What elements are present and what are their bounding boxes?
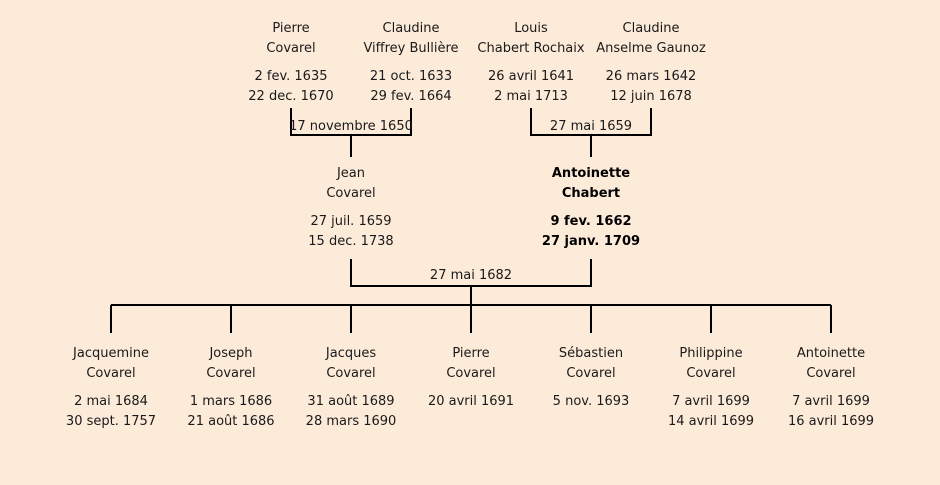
person-last-name: Covarel	[566, 366, 615, 381]
person-last-name: Chabert	[562, 186, 620, 201]
person-birth-date: 20 avril 1691	[428, 394, 514, 409]
person-first-name: Antoinette	[552, 166, 630, 181]
person-last-name: Covarel	[266, 41, 315, 56]
person-birth-date: 7 avril 1699	[672, 394, 750, 409]
person-birth-date: 9 fev. 1662	[550, 214, 631, 229]
person-child-1: Jacquemine Covarel 2 mai 1684 30 sept. 1…	[66, 346, 156, 429]
person-birth-date: 5 nov. 1693	[553, 394, 630, 409]
person-death-date: 2 mai 1713	[494, 89, 568, 104]
person-death-date: 21 août 1686	[187, 414, 274, 429]
person-first-name: Jacques	[325, 346, 376, 361]
person-birth-date: 26 mars 1642	[606, 69, 697, 84]
person-last-name: Chabert Rochaix	[477, 41, 584, 56]
person-parent-antoinette: Antoinette Chabert 9 fev. 1662 27 janv. …	[542, 166, 640, 249]
person-grandparent-1: Pierre Covarel 2 fev. 1635 22 dec. 1670	[248, 21, 333, 104]
person-death-date: 22 dec. 1670	[248, 89, 333, 104]
person-child-5: Sébastien Covarel 5 nov. 1693	[553, 346, 630, 409]
person-first-name: Claudine	[623, 21, 680, 36]
person-first-name: Antoinette	[797, 346, 865, 361]
person-first-name: Jacquemine	[72, 346, 149, 361]
person-grandparent-3: Louis Chabert Rochaix 26 avril 1641 2 ma…	[477, 21, 584, 104]
person-birth-date: 26 avril 1641	[488, 69, 574, 84]
person-death-date: 30 sept. 1757	[66, 414, 156, 429]
person-birth-date: 31 août 1689	[307, 394, 394, 409]
person-death-date: 14 avril 1699	[668, 414, 754, 429]
person-last-name: Covarel	[206, 366, 255, 381]
person-child-3: Jacques Covarel 31 août 1689 28 mars 169…	[306, 346, 397, 429]
marriage-date-1650: 17 novembre 1650	[289, 119, 413, 134]
person-death-date: 15 dec. 1738	[308, 234, 393, 249]
person-birth-date: 7 avril 1699	[792, 394, 870, 409]
person-death-date: 27 janv. 1709	[542, 234, 640, 249]
person-birth-date: 2 mai 1684	[74, 394, 148, 409]
person-last-name: Covarel	[806, 366, 855, 381]
person-first-name: Jean	[336, 166, 365, 181]
person-last-name: Covarel	[446, 366, 495, 381]
person-last-name: Covarel	[326, 186, 375, 201]
person-grandparent-2: Claudine Viffrey Bullière 21 oct. 1633 2…	[363, 21, 458, 104]
person-parent-jean: Jean Covarel 27 juil. 1659 15 dec. 1738	[308, 166, 393, 249]
person-last-name: Anselme Gaunoz	[596, 41, 706, 56]
person-last-name: Covarel	[86, 366, 135, 381]
person-grandparent-4: Claudine Anselme Gaunoz 26 mars 1642 12 …	[596, 21, 706, 104]
person-last-name: Covarel	[686, 366, 735, 381]
person-first-name: Philippine	[679, 346, 742, 361]
person-first-name: Claudine	[383, 21, 440, 36]
person-last-name: Viffrey Bullière	[363, 41, 458, 56]
person-birth-date: 21 oct. 1633	[370, 69, 452, 84]
person-child-7: Antoinette Covarel 7 avril 1699 16 avril…	[788, 346, 874, 429]
person-child-2: Joseph Covarel 1 mars 1686 21 août 1686	[187, 346, 274, 429]
person-first-name: Pierre	[452, 346, 489, 361]
person-child-4: Pierre Covarel 20 avril 1691	[428, 346, 514, 409]
person-death-date: 29 fev. 1664	[370, 89, 451, 104]
person-birth-date: 27 juil. 1659	[310, 214, 391, 229]
person-last-name: Covarel	[326, 366, 375, 381]
person-birth-date: 2 fev. 1635	[254, 69, 327, 84]
person-first-name: Pierre	[272, 21, 309, 36]
person-first-name: Louis	[514, 21, 548, 36]
person-child-6: Philippine Covarel 7 avril 1699 14 avril…	[668, 346, 754, 429]
person-death-date: 16 avril 1699	[788, 414, 874, 429]
marriage-date-1659: 27 mai 1659	[550, 119, 632, 134]
person-first-name: Joseph	[208, 346, 252, 361]
person-death-date: 12 juin 1678	[610, 89, 692, 104]
person-birth-date: 1 mars 1686	[190, 394, 272, 409]
marriage-date-1682: 27 mai 1682	[430, 268, 512, 283]
person-death-date: 28 mars 1690	[306, 414, 397, 429]
person-first-name: Sébastien	[559, 346, 623, 361]
